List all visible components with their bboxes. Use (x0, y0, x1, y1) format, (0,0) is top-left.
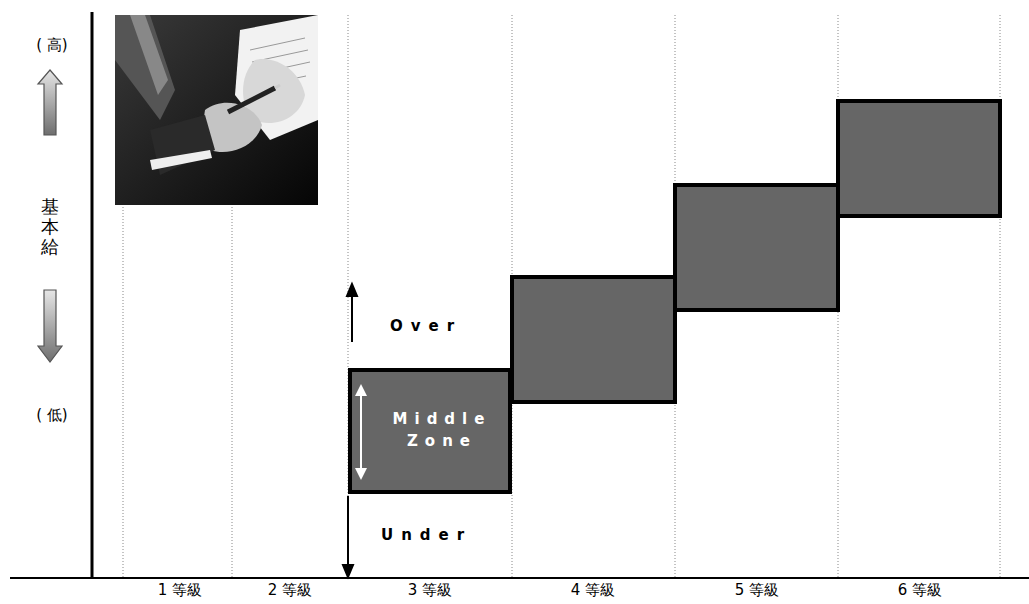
middle-zone-band: Middle Zone (348, 368, 512, 494)
zone-label: Middle Zone (393, 409, 492, 453)
photo-illustration (115, 15, 318, 205)
zone-arrow (352, 382, 372, 482)
grade-label: 4 等級 (571, 581, 615, 599)
y-axis (91, 12, 94, 578)
grade-label: 3 等級 (408, 581, 452, 599)
grade-label: 1 等級 (158, 581, 202, 599)
high-arrow (38, 70, 62, 135)
under-label: Under (381, 526, 472, 544)
grade-label: 6 等級 (898, 581, 942, 599)
axis-high-label: ( 高) (36, 36, 67, 54)
low-arrow (38, 290, 62, 362)
grade-label: 2 等級 (268, 581, 312, 599)
over-label: Over (390, 317, 462, 335)
node-text-wrap: Middle Zone (393, 409, 492, 453)
axis-low-label: ( 低) (36, 406, 67, 424)
axis-title: 基本給 (41, 197, 59, 256)
grid-lines (123, 15, 1000, 578)
salary-bands (512, 101, 1000, 402)
grade-label: 5 等級 (735, 581, 779, 599)
x-axis (10, 577, 1029, 579)
